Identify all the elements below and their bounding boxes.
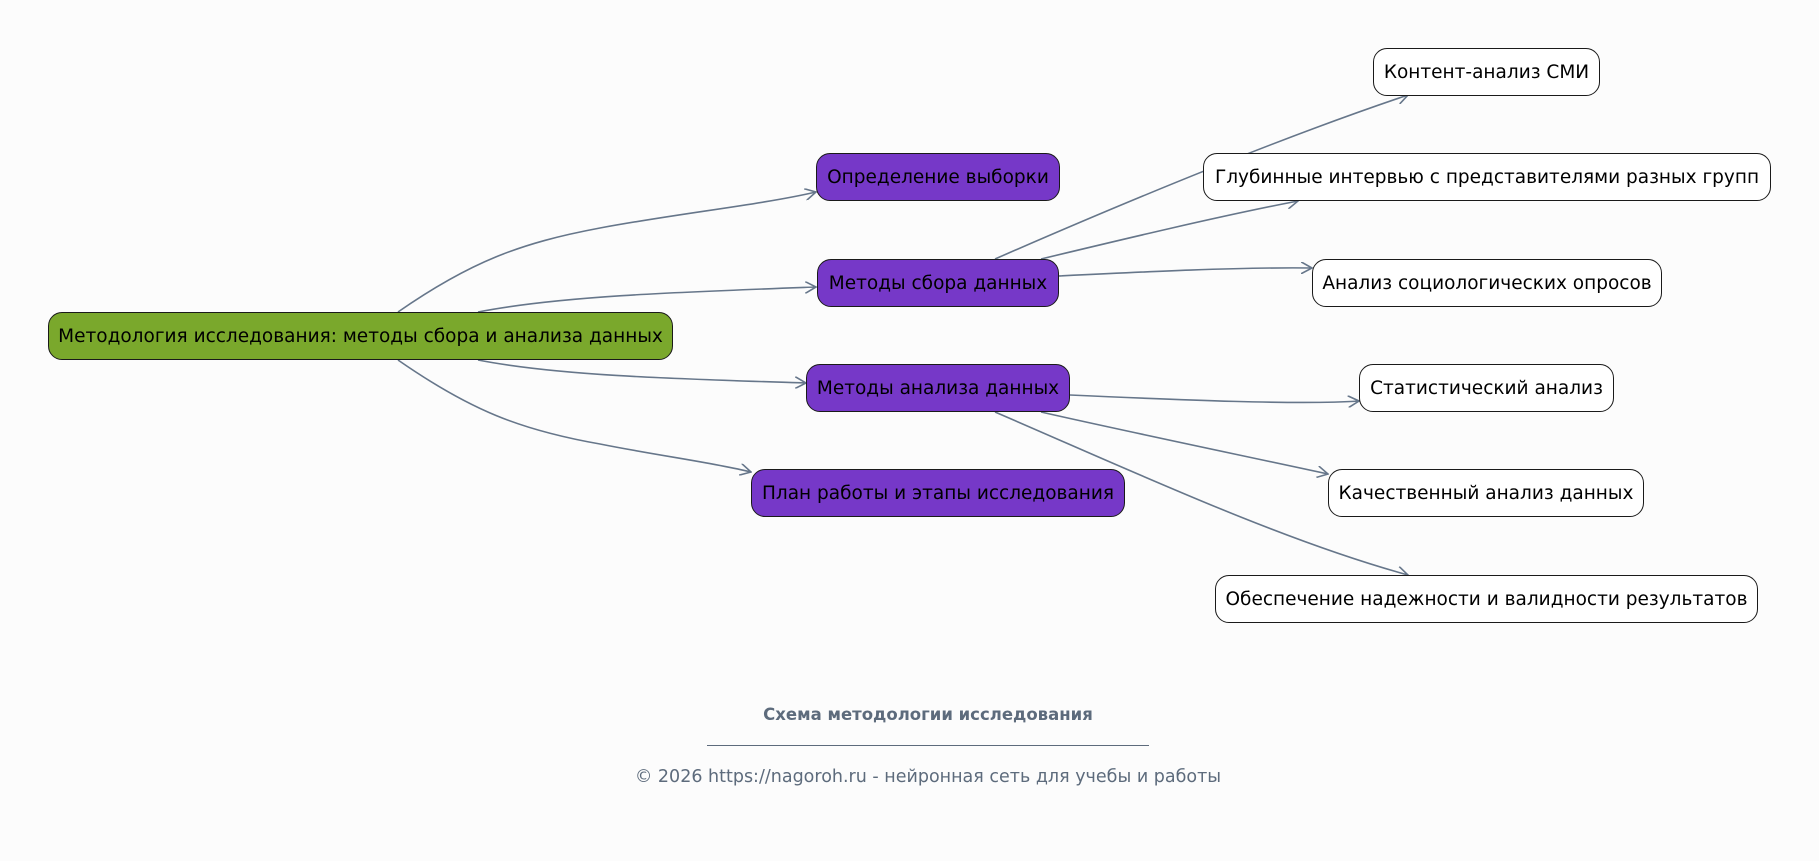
leaf-node-label: Статистический анализ [1370, 377, 1603, 399]
root-node[interactable]: Методология исследования: методы сбора и… [48, 312, 673, 360]
edge-root-b1 [397, 192, 816, 313]
leaf-node-content-analysis[interactable]: Контент-анализ СМИ [1373, 48, 1600, 96]
edge-b3-l6 [994, 411, 1408, 575]
branch-node-work-plan[interactable]: План работы и этапы исследования [751, 469, 1125, 517]
branch-node-sample[interactable]: Определение выборки [816, 153, 1060, 201]
edge-root-b3 [477, 359, 806, 383]
branch-node-data-analysis[interactable]: Методы анализа данных [806, 364, 1070, 412]
edge-b3-l5 [1040, 411, 1328, 474]
edge-b2-l3 [1058, 268, 1312, 277]
branch-node-label: Методы сбора данных [828, 272, 1048, 294]
leaf-node-interviews[interactable]: Глубинные интервью с представителями раз… [1203, 153, 1771, 201]
leaf-node-label: Обеспечение надежности и валидности резу… [1225, 588, 1748, 610]
root-node-label: Методология исследования: методы сбора и… [58, 325, 663, 347]
edge-root-b4 [397, 359, 751, 472]
copyright-text: © 2026 https://nagoroh.ru - нейронная се… [634, 767, 1222, 787]
branch-node-data-collection[interactable]: Методы сбора данных [817, 259, 1059, 307]
leaf-node-label: Контент-анализ СМИ [1383, 61, 1590, 83]
leaf-node-surveys[interactable]: Анализ социологических опросов [1312, 259, 1662, 307]
branch-node-label: План работы и этапы исследования [761, 482, 1115, 504]
branch-node-label: Определение выборки [827, 166, 1049, 188]
edge-b2-l2 [1040, 201, 1298, 260]
leaf-node-statistical[interactable]: Статистический анализ [1359, 364, 1614, 412]
leaf-node-label: Качественный анализ данных [1338, 482, 1634, 504]
edge-root-b2 [477, 287, 816, 313]
leaf-node-label: Глубинные интервью с представителями раз… [1214, 166, 1760, 188]
diagram-caption: Схема методологии исследования [763, 705, 1093, 724]
leaf-node-label: Анализ социологических опросов [1322, 272, 1652, 294]
leaf-node-reliability[interactable]: Обеспечение надежности и валидности резу… [1215, 575, 1758, 623]
edge-b3-l4 [1069, 394, 1359, 402]
footer-divider [707, 745, 1149, 746]
branch-node-label: Методы анализа данных [816, 377, 1060, 399]
leaf-node-qualitative[interactable]: Качественный анализ данных [1328, 469, 1644, 517]
